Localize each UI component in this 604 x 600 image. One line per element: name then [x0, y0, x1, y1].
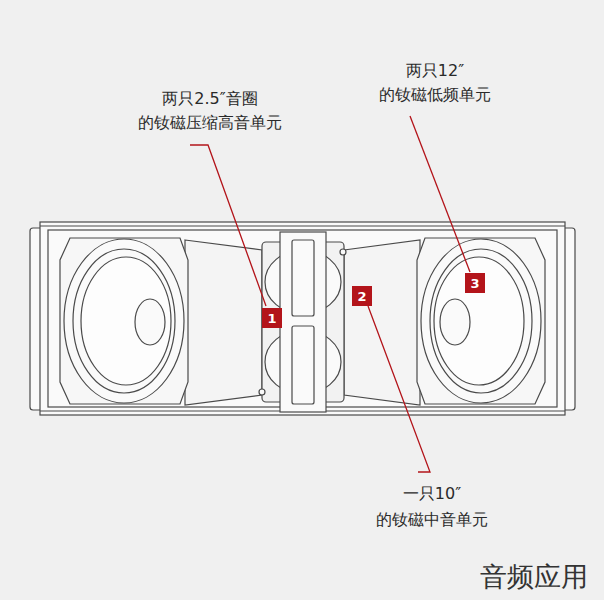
- woofer-frame: [421, 239, 541, 403]
- leader-line: [190, 145, 266, 306]
- hf-slot: [292, 326, 314, 404]
- dust-cap: [135, 299, 165, 345]
- woofer-surround: [73, 249, 175, 393]
- callout-number-text: 2: [357, 290, 366, 303]
- callout-number-text: 3: [470, 277, 479, 290]
- woofer-cone: [81, 257, 171, 385]
- screw: [259, 389, 265, 395]
- screw: [340, 249, 346, 255]
- woofer-basket: [60, 238, 188, 404]
- horn-flare: [344, 240, 420, 405]
- leader-line: [368, 306, 430, 472]
- hf-slot: [292, 240, 314, 316]
- part-label: 两只2.5″音圈 的钕磁压缩高音单元: [130, 87, 290, 135]
- cabinet-edge: [40, 225, 565, 226]
- woofer-basket: [417, 238, 545, 404]
- hf-horn: [280, 232, 326, 412]
- callout-number-text: 1: [267, 312, 276, 325]
- part-label: 一只10″ 的钕磁中音单元: [352, 481, 512, 533]
- watermark: 音频应用: [469, 560, 599, 594]
- cabinet: [40, 222, 565, 415]
- callout-number: 1: [262, 308, 282, 328]
- dust-cap: [440, 299, 470, 345]
- callout-number: 3: [465, 273, 485, 293]
- callout-number: 2: [352, 286, 372, 306]
- woofer-surround: [430, 249, 532, 393]
- leader-line: [410, 116, 470, 272]
- woofer-frame: [64, 239, 184, 403]
- woofer-cone: [434, 257, 524, 385]
- part-label: 两只12″ 的钕磁低频单元: [355, 59, 515, 107]
